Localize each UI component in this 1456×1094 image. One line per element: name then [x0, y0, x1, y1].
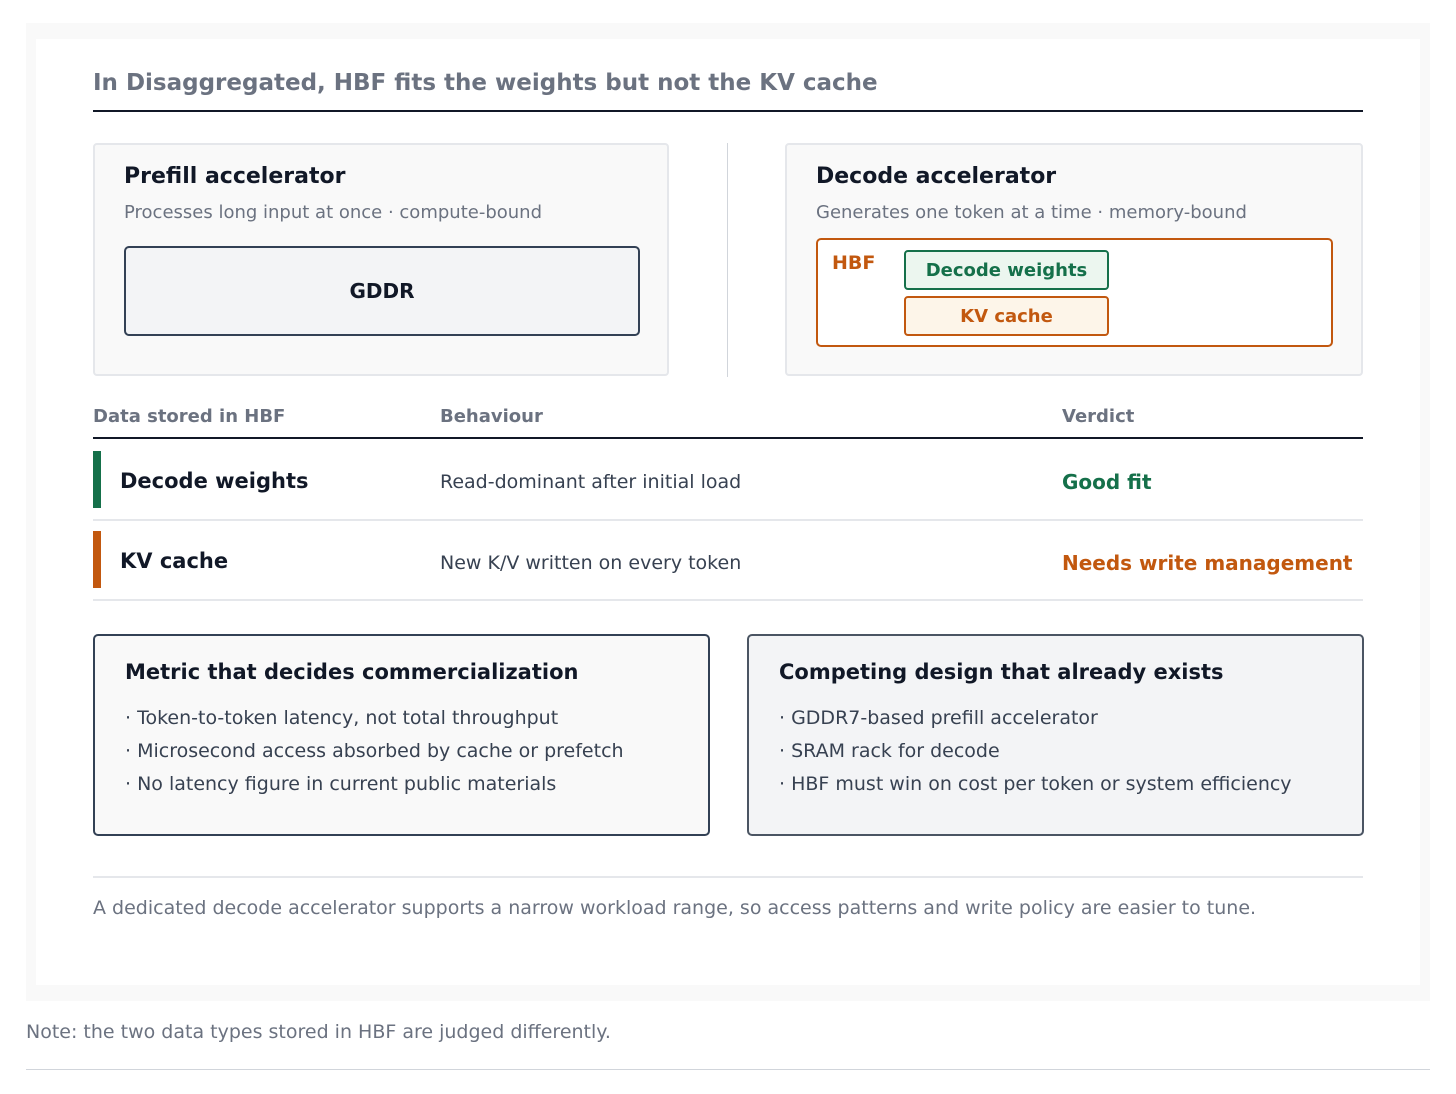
- list-item: · SRAM rack for decode: [779, 740, 1000, 762]
- footer-text: A dedicated decode accelerator supports …: [93, 897, 1257, 919]
- list-item: · No latency figure in current public ma…: [125, 773, 557, 795]
- footer-divider: [93, 876, 1363, 878]
- prefill-title: Prefill accelerator: [124, 164, 346, 189]
- panel-divider: [727, 143, 728, 377]
- table-row-name: KV cache: [120, 549, 229, 573]
- metric-box-title: Metric that decides commercialization: [125, 660, 579, 684]
- decode-subtitle: Generates one token at a time · memory-b…: [816, 202, 1247, 223]
- competing-box: Competing design that already exists · G…: [747, 634, 1364, 836]
- gddr-memory-block: GDDR: [124, 246, 640, 336]
- table-header-rule: [93, 437, 1363, 439]
- table-header-verdict: Verdict: [1062, 406, 1135, 427]
- list-item: · Token-to-token latency, not total thro…: [125, 707, 559, 729]
- table-row-verdict: Needs write management: [1062, 551, 1353, 575]
- table-row-behaviour: New K/V written on every token: [440, 552, 742, 574]
- row-status-bar-warn: [93, 531, 101, 588]
- metric-box: Metric that decides commercialization · …: [93, 634, 710, 836]
- table-row-rule: [93, 519, 1363, 521]
- competing-box-title: Competing design that already exists: [779, 660, 1224, 684]
- hbf-label: HBF: [832, 252, 876, 274]
- table-row-rule: [93, 599, 1363, 601]
- table-row-name: Decode weights: [120, 469, 309, 493]
- title-divider: [93, 110, 1363, 112]
- table-row-behaviour: Read-dominant after initial load: [440, 471, 742, 493]
- decode-title: Decode accelerator: [816, 164, 1057, 189]
- table-header-data: Data stored in HBF: [93, 406, 286, 427]
- figure-note: Note: the two data types stored in HBF a…: [26, 1021, 611, 1043]
- table-header-behaviour: Behaviour: [440, 406, 543, 427]
- decode-weights-chip: Decode weights: [904, 250, 1109, 290]
- table-row-verdict: Good fit: [1062, 470, 1152, 494]
- row-status-bar-good: [93, 451, 101, 508]
- kv-cache-chip: KV cache: [904, 296, 1109, 336]
- bottom-divider: [26, 1069, 1430, 1070]
- list-item: · HBF must win on cost per token or syst…: [779, 773, 1292, 795]
- list-item: · Microsecond access absorbed by cache o…: [125, 740, 624, 762]
- list-item: · GDDR7-based prefill accelerator: [779, 707, 1098, 729]
- prefill-subtitle: Processes long input at once · compute-b…: [124, 202, 542, 223]
- figure-title: In Disaggregated, HBF fits the weights b…: [93, 70, 878, 96]
